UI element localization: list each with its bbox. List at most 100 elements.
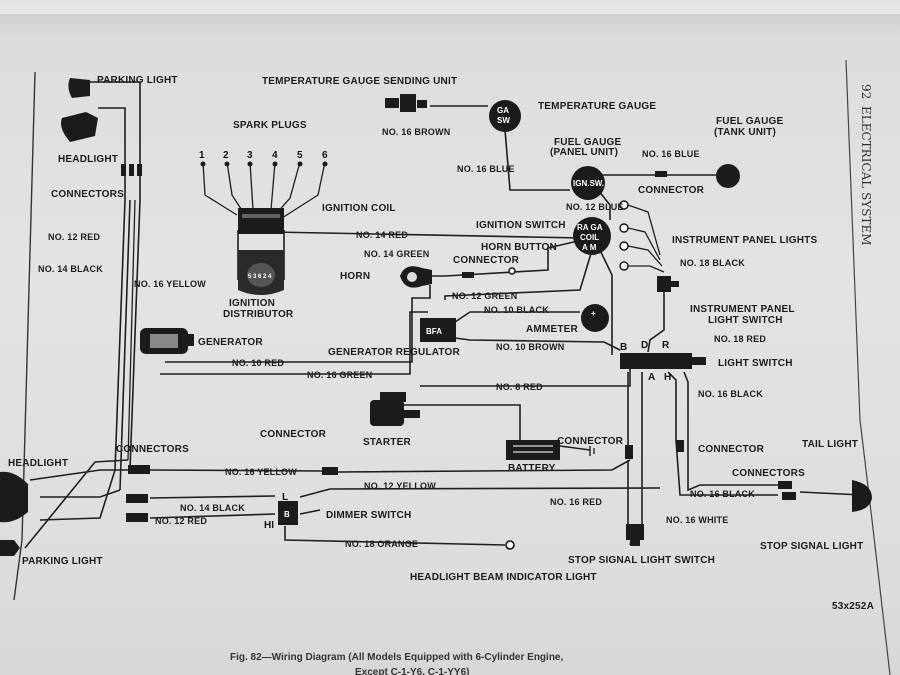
label-generator-regulator: GENERATOR REGULATOR — [328, 347, 461, 358]
label-stop-signal-switch: STOP SIGNAL LIGHT SWITCH — [568, 555, 715, 566]
wire-no16-blue-b: NO. 16 BLUE — [642, 149, 700, 159]
wire-no12-red-left: NO. 12 RED — [48, 232, 100, 242]
label-connector-horn: CONNECTOR — [453, 255, 520, 266]
label-parking-light-bottom: PARKING LIGHT — [22, 556, 103, 567]
label-ammeter: AMMETER — [526, 324, 579, 335]
label-ignition-distributor-2: DISTRIBUTOR — [223, 309, 294, 320]
plug-number-6: 6 — [322, 150, 328, 161]
ign-switch-mark-mid: COIL — [580, 233, 599, 242]
label-light-switch: LIGHT SWITCH — [718, 358, 793, 369]
label-headlight-bottom: HEADLIGHT — [8, 458, 68, 469]
wire-no12-green: NO. 12 GREEN — [452, 291, 517, 301]
wire-no12-yellow: NO. 12 YELLOW — [364, 481, 436, 491]
connector-right-icon — [676, 440, 684, 452]
wire-no16-brown: NO. 16 BROWN — [382, 127, 450, 137]
ignition-distributor-icon: 5 3 6 2 4 — [238, 250, 284, 295]
wire-no16-blue-a: NO. 16 BLUE — [457, 164, 515, 174]
label-stop-signal-light: STOP SIGNAL LIGHT — [760, 541, 863, 552]
label-fuel-gauge-tank-1: FUEL GAUGE — [716, 116, 784, 127]
connector-fuel-icon — [655, 171, 667, 177]
fuel-gauge-tank-icon — [716, 164, 740, 188]
label-spark-plugs: SPARK PLUGS — [233, 120, 307, 131]
fuel-gauge-mark: IGN.SW. — [573, 179, 604, 188]
wire-no8-red: NO. 8 RED — [496, 382, 543, 392]
ammeter-icon: + — [581, 304, 609, 332]
component-labels: PARKING LIGHT HEADLIGHT CONNECTORS TEMPE… — [8, 75, 863, 583]
light-switch-pin-r: R — [662, 340, 670, 351]
label-fuel-gauge-panel-2: (PANEL UNIT) — [550, 147, 618, 158]
page-side-header: 92 ELECTRICAL SYSTEM — [859, 84, 873, 246]
figure-caption: Fig. 82—Wiring Diagram (All Models Equip… — [230, 652, 563, 675]
horn-icon — [400, 266, 432, 288]
connector-battery-icon — [625, 445, 633, 459]
ignition-switch-icon: RA GA COIL A M — [573, 217, 611, 255]
spark-plug-terminals-icon — [200, 161, 328, 167]
light-switch-icon: B D R A H — [620, 340, 706, 383]
label-ignition-switch: IGNITION SWITCH — [476, 220, 566, 231]
instrument-panel-light-switch-icon — [657, 276, 679, 292]
beam-indicator-icon — [505, 540, 515, 550]
label-ignition-distributor-1: IGNITION — [229, 298, 275, 309]
label-connector-battery: CONNECTOR — [557, 436, 624, 447]
connector-mid-icon — [322, 467, 338, 475]
label-temperature-gauge: TEMPERATURE GAUGE — [538, 101, 656, 112]
wire-no16-green: NO. 16 GREEN — [307, 370, 372, 380]
wire-no18-black: NO. 18 BLACK — [680, 258, 745, 268]
label-ipl-switch-1: INSTRUMENT PANEL — [690, 304, 795, 315]
distributor-mark: 5 3 6 2 4 — [248, 274, 272, 280]
wire-no12-blue: NO. 12 BLUE — [566, 202, 624, 212]
wiring-harness — [24, 81, 863, 549]
starter-icon — [370, 392, 420, 426]
light-switch-pin-a: A — [648, 372, 655, 383]
temp-gauge-mark-sw: SW — [497, 116, 510, 125]
label-horn: HORN — [340, 271, 370, 282]
dimmer-pin-l: L — [282, 492, 288, 503]
label-dimmer-switch: DIMMER SWITCH — [326, 510, 411, 521]
label-connectors-bottom-left: CONNECTORS — [116, 444, 189, 455]
label-parking-light-top: PARKING LIGHT — [97, 75, 178, 86]
dimmer-pin-b: B — [284, 510, 290, 519]
wire-no12-red-bottom: NO. 12 RED — [155, 516, 207, 526]
page-border-lines — [13, 59, 891, 675]
regulator-mark: BFA — [426, 327, 442, 336]
wire-no14-red: NO. 14 RED — [356, 230, 408, 240]
temp-sending-unit-icon — [385, 94, 427, 112]
generator-icon — [140, 328, 194, 354]
plug-number-2: 2 — [223, 150, 229, 161]
wire-no18-orange: NO. 18 ORANGE — [345, 539, 418, 549]
label-fuel-gauge-panel-1: FUEL GAUGE — [554, 137, 622, 148]
label-battery: BATTERY — [508, 463, 556, 474]
label-temp-sending-unit: TEMPERATURE GAUGE SENDING UNIT — [262, 76, 457, 87]
fuel-gauge-panel-icon: IGN.SW. — [571, 166, 605, 200]
connectors-left-icon — [121, 164, 142, 176]
parking-light-bottom-icon — [0, 540, 20, 556]
wire-no16-white: NO. 16 WHITE — [666, 515, 728, 525]
connector-horn-icon — [462, 272, 474, 278]
caption-line-2: Except C-1-Y6, C-1-YY6) — [355, 667, 469, 675]
label-tail-light: TAIL LIGHT — [802, 439, 858, 450]
headlight-top-icon — [61, 112, 98, 142]
instrument-panel-lights-icon — [619, 200, 629, 271]
label-connector-mid: CONNECTOR — [260, 429, 327, 440]
caption-line-1: Fig. 82—Wiring Diagram (All Models Equip… — [230, 652, 563, 663]
ign-switch-mark-top: RA GA — [577, 223, 603, 232]
wire-no18-red: NO. 18 RED — [714, 334, 766, 344]
label-connector-right: CONNECTOR — [698, 444, 765, 455]
plug-number-3: 3 — [247, 150, 253, 161]
label-generator: GENERATOR — [198, 337, 263, 348]
label-fuel-gauge-tank-2: (TANK UNIT) — [714, 127, 776, 138]
label-horn-button: HORN BUTTON — [481, 242, 557, 253]
connectors-bottom-left-icon — [126, 465, 150, 522]
wire-no10-red: NO. 10 RED — [232, 358, 284, 368]
section-title: ELECTRICAL SYSTEM — [859, 106, 873, 246]
dimmer-switch-icon: L B HI — [264, 492, 298, 531]
wire-no16-black-right: NO. 16 BLACK — [698, 389, 763, 399]
label-headlight-top: HEADLIGHT — [58, 154, 118, 165]
label-connectors-right: CONNECTORS — [732, 468, 805, 479]
wire-labels: NO. 16 BROWN NO. 16 BLUE NO. 16 BLUE NO.… — [38, 127, 766, 549]
light-switch-pin-b: B — [620, 342, 627, 353]
wire-no10-brown: NO. 10 BROWN — [496, 342, 564, 352]
wire-no14-black-left: NO. 14 BLACK — [38, 264, 103, 274]
